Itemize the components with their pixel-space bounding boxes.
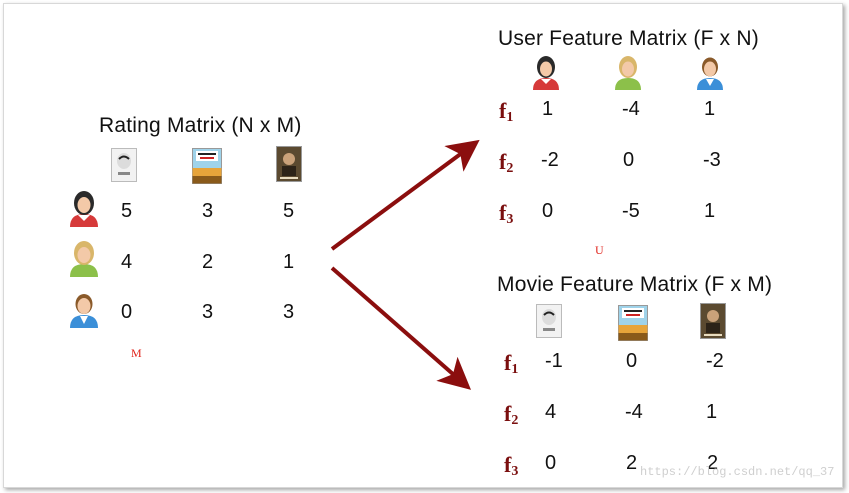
movie-cell: 1 xyxy=(706,401,718,423)
movie-cell: 2 xyxy=(626,452,638,474)
movie-poster-black-swan-icon xyxy=(111,148,137,182)
watermark: https://blog.csdn.net/qq_37 xyxy=(640,465,835,479)
arrow-to-user-matrix xyxy=(330,139,480,251)
movie-cell: 4 xyxy=(545,401,557,423)
movie-poster-train-icon xyxy=(618,305,648,341)
user-matrix-label: U xyxy=(595,243,604,257)
user-cell: 1 xyxy=(704,200,716,222)
rating-cell: 5 xyxy=(283,200,295,222)
rating-matrix-label: M xyxy=(131,346,142,360)
user-blonde-icon xyxy=(70,241,98,277)
movie-poster-portrait-icon xyxy=(276,146,302,182)
factor-label-f2: f2 xyxy=(504,401,519,428)
movie-poster-portrait-icon xyxy=(700,303,726,339)
movie-cell: 0 xyxy=(545,452,557,474)
user-cell: -4 xyxy=(622,98,640,120)
factor-label-f3: f3 xyxy=(499,200,514,227)
user-blonde-icon xyxy=(615,56,641,90)
movie-poster-train-icon xyxy=(192,148,222,184)
user-cell: -3 xyxy=(703,149,721,171)
rating-cell: 4 xyxy=(121,251,133,273)
rating-cell: 2 xyxy=(202,251,214,273)
movie-matrix-title: Movie Feature Matrix (F x M) xyxy=(497,273,773,296)
arrow-to-movie-matrix xyxy=(330,266,472,390)
rating-cell: 0 xyxy=(121,301,133,323)
movie-cell: 2 xyxy=(707,452,719,474)
rating-cell: 3 xyxy=(283,301,295,323)
user-cell: 1 xyxy=(542,98,554,120)
user-cell: 1 xyxy=(704,98,716,120)
rating-cell: 1 xyxy=(283,251,295,273)
user-cell: 0 xyxy=(542,200,554,222)
movie-cell: -1 xyxy=(545,350,563,372)
user-brown-hair-icon xyxy=(697,57,723,90)
factor-label-f3: f3 xyxy=(504,452,519,479)
user-cell: 0 xyxy=(623,149,635,171)
factor-label-f2: f2 xyxy=(499,149,514,176)
rating-cell: 3 xyxy=(202,301,214,323)
user-dark-hair-icon xyxy=(533,56,559,90)
factor-label-f1: f1 xyxy=(499,98,514,125)
movie-cell: -4 xyxy=(625,401,643,423)
factor-label-f1: f1 xyxy=(504,350,519,377)
movie-cell: -2 xyxy=(706,350,724,372)
rating-matrix-title: Rating Matrix (N x M) xyxy=(99,114,302,137)
user-matrix-title: User Feature Matrix (F x N) xyxy=(498,27,759,50)
rating-cell: 3 xyxy=(202,200,214,222)
user-cell: -5 xyxy=(622,200,640,222)
user-brown-hair-icon xyxy=(70,294,98,328)
movie-poster-black-swan-icon xyxy=(536,304,562,338)
movie-cell: 0 xyxy=(626,350,638,372)
user-cell: -2 xyxy=(541,149,559,171)
user-dark-hair-icon xyxy=(70,191,98,227)
rating-cell: 5 xyxy=(121,200,133,222)
